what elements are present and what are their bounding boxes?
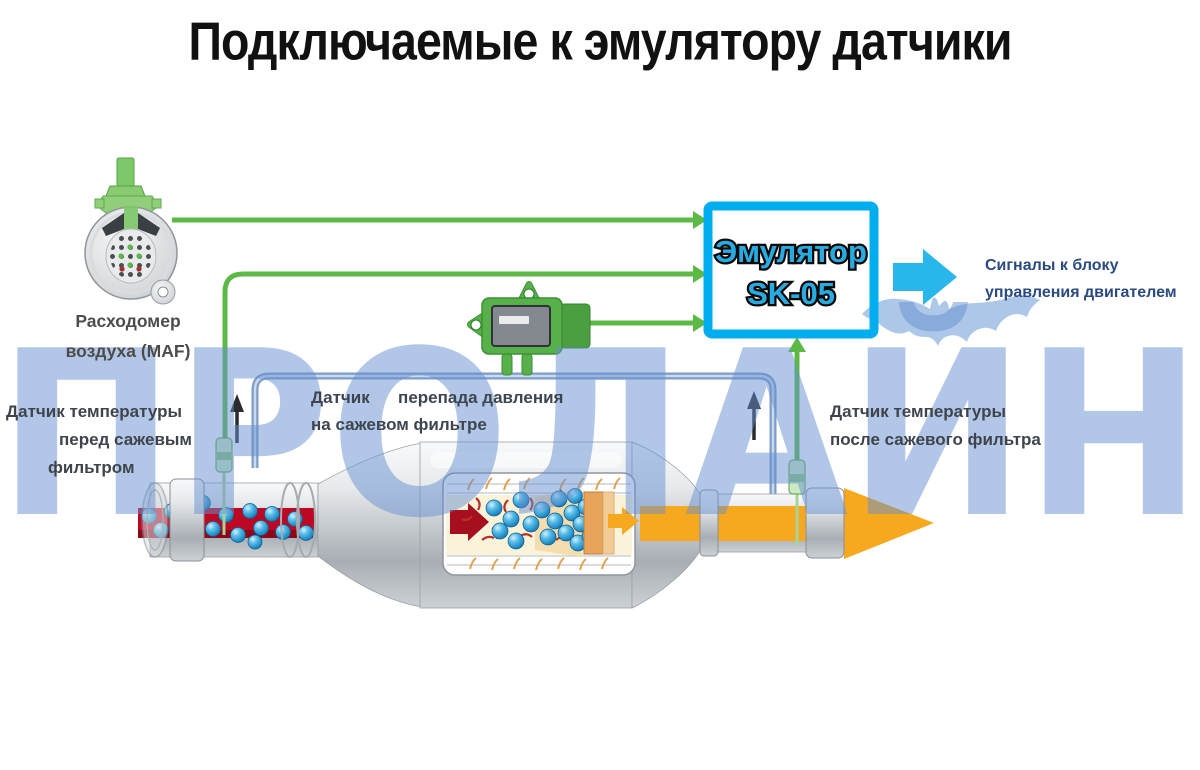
ecu-signals-label: Сигналы к блоку управления двигателем: [985, 252, 1177, 306]
soot-particles-inlet: [141, 495, 314, 553]
page-title: Подключаемые к эмулятору датчики: [188, 11, 1013, 72]
temp-before-label: Датчик температуры перед сажевым фильтро…: [6, 398, 196, 482]
dpf-filter-illustration: [138, 441, 934, 609]
filter-cutaway-window: [442, 472, 639, 576]
temp-after-line2: после сажевого фильтра: [830, 430, 1041, 449]
temp-before-line3: фильтром: [48, 458, 135, 477]
temp-before-line1: Датчик температуры: [6, 402, 183, 421]
temp-after-line1: Датчик температуры: [830, 402, 1007, 421]
pressure-sensor-label: Датчик перепада давления на сажевом филь…: [311, 384, 563, 438]
up-arrow-right-icon: [747, 391, 761, 440]
pressure-label-line2: на сажевом фильтре: [311, 415, 487, 434]
maf-sensor-icon: [84, 157, 178, 305]
up-arrow-left-icon: [230, 394, 244, 443]
temp-sensor-after-icon: [788, 459, 806, 545]
cyan-signal-arrow-icon: [893, 249, 957, 305]
pressure-label-line1: Датчик перепада давления: [311, 388, 564, 407]
signals-line1: Сигналы к блоку: [985, 257, 1119, 274]
maf-label-line2: воздуха (MAF): [65, 341, 191, 361]
wire-arrowheads: [693, 211, 806, 352]
temp-sensor-before-icon: [215, 437, 233, 535]
orange-flow-arrow-icon: [640, 488, 934, 559]
pressure-sensor-icon: [467, 281, 591, 376]
emulator-model: SK-05: [747, 276, 835, 311]
maf-label-line1: Расходомер: [75, 311, 181, 331]
soot-flow-band: [138, 508, 314, 538]
emulator-title: Эмулятор: [715, 234, 867, 269]
soot-particles-filter: [485, 488, 599, 552]
signals-line2: управления двигателем: [985, 284, 1177, 301]
maf-sensor-label: Расходомер воздуха (MAF): [40, 306, 216, 366]
emulator-box-fill: [708, 206, 874, 334]
emulator-box: [703, 201, 879, 339]
temp-after-label: Датчик температуры после сажевого фильтр…: [830, 398, 1041, 454]
temp-before-line2: перед сажевым: [58, 430, 192, 449]
